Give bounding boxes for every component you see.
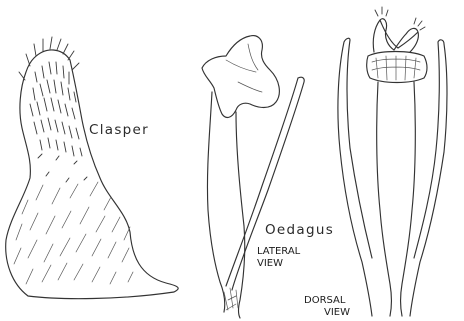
lateral-view-label-line1: LATERAL — [257, 246, 301, 257]
clasper-lower-setae — [14, 182, 133, 284]
oedagus-lateral-base-texture — [224, 288, 238, 310]
oedagus-lateral-head-detail — [226, 44, 262, 92]
oedagus-dorsal-shaft — [377, 82, 416, 316]
dorsal-view-label-line1: DORSAL — [304, 295, 346, 306]
clasper-drawing: Clasper — [6, 37, 178, 299]
clasper-outline — [6, 50, 178, 299]
oedagus-lateral-drawing: Oedagus LATERAL VIEW — [202, 36, 334, 318]
oedagus-dorsal-collar-texture — [372, 56, 420, 80]
dorsal-view-label-line2: VIEW — [324, 307, 350, 318]
oedagus-lateral-head — [202, 36, 279, 118]
oedagus-dorsal-left-paramere — [338, 38, 372, 316]
oedagus-label: Oedagus — [265, 222, 334, 238]
clasper-label: Clasper — [89, 122, 149, 138]
oedagus-dorsal-top-prongs — [373, 19, 418, 52]
oedagus-dorsal-drawing: DORSAL VIEW — [304, 7, 447, 318]
lateral-view-label-line2: VIEW — [257, 258, 283, 269]
